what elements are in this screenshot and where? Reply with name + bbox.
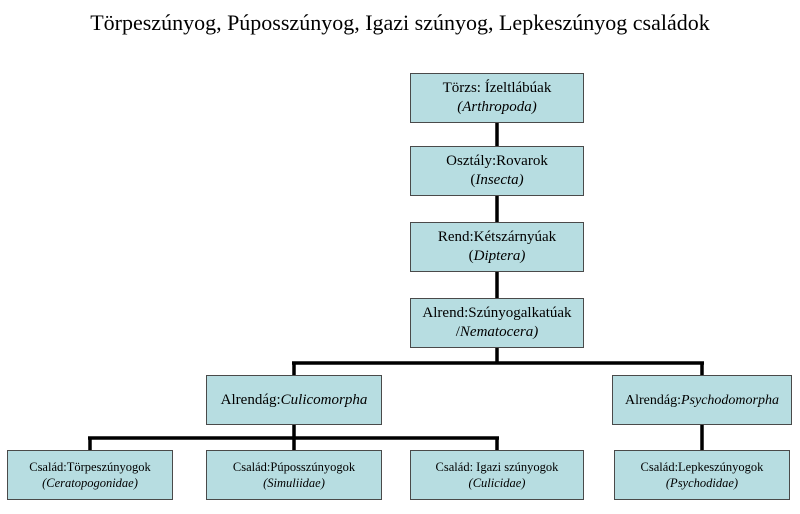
node-latin-name: (Culicidae) — [468, 476, 526, 490]
node-latin-name: (Arthropoda) — [457, 99, 537, 115]
node-latin-prefix: / — [455, 324, 460, 340]
node-latin-name: (Simuliidae) — [263, 476, 325, 490]
node-label: Család:Púposszúnyogok — [232, 460, 356, 474]
node-infraorder-culicomorpha: Alrendág:Culicomorpha — [206, 375, 382, 425]
node-latin-prefix: ( — [470, 172, 476, 188]
node-label: Törzs: Ízeltlábúak — [442, 80, 552, 96]
node-label: Család: Igazi szúnyogok — [435, 460, 559, 474]
node-phylum-arthropoda: Törzs: Ízeltlábúak (Arthropoda) — [410, 73, 584, 123]
node-order-diptera: Rend:Kétszárnyúak (Diptera) — [410, 222, 584, 272]
node-latin-name: (Ceratopogonidae) — [42, 476, 138, 490]
node-latin-name: Insecta) — [475, 172, 524, 188]
node-class-insecta: Osztály:Rovarok (Insecta) — [410, 146, 584, 196]
node-family-ceratopogonidae: Család:Törpeszúnyogok (Ceratopogonidae) — [7, 450, 173, 500]
node-infraorder-psychodomorpha: Alrendág:Psychodomorpha — [612, 375, 792, 425]
node-label: Család:Törpeszúnyogok — [29, 460, 151, 474]
node-label: Alrend:Szúnyogalkatúak — [422, 305, 572, 321]
diagram-title: Törpeszúnyog, Púposszúnyog, Igazi szúnyo… — [90, 10, 710, 35]
node-family-psychodidae: Család:Lepkeszúnyogok (Psychodidae) — [614, 450, 790, 500]
node-family-culicidae: Család: Igazi szúnyogok (Culicidae) — [410, 450, 584, 500]
node-label: Család:Lepkeszúnyogok — [640, 460, 764, 474]
node-label: Alrendág: — [220, 391, 281, 408]
node-latin-name: (Psychodidae) — [665, 476, 739, 490]
node-family-simuliidae: Család:Púposszúnyogok (Simuliidae) — [206, 450, 382, 500]
node-latin-prefix: ( — [468, 248, 474, 264]
node-suborder-nematocera: Alrend:Szúnyogalkatúak /Nematocera) — [410, 298, 584, 348]
node-label: Rend:Kétszárnyúak — [437, 229, 557, 245]
node-label: Osztály:Rovarok — [446, 153, 548, 169]
node-latin-name: Culicomorpha — [280, 391, 368, 408]
node-latin-name: Psychodomorpha — [680, 392, 779, 408]
node-latin-name: Diptera) — [473, 248, 526, 264]
node-label: Alrendág: — [625, 392, 681, 408]
node-latin-name: Nematocera) — [459, 324, 539, 340]
